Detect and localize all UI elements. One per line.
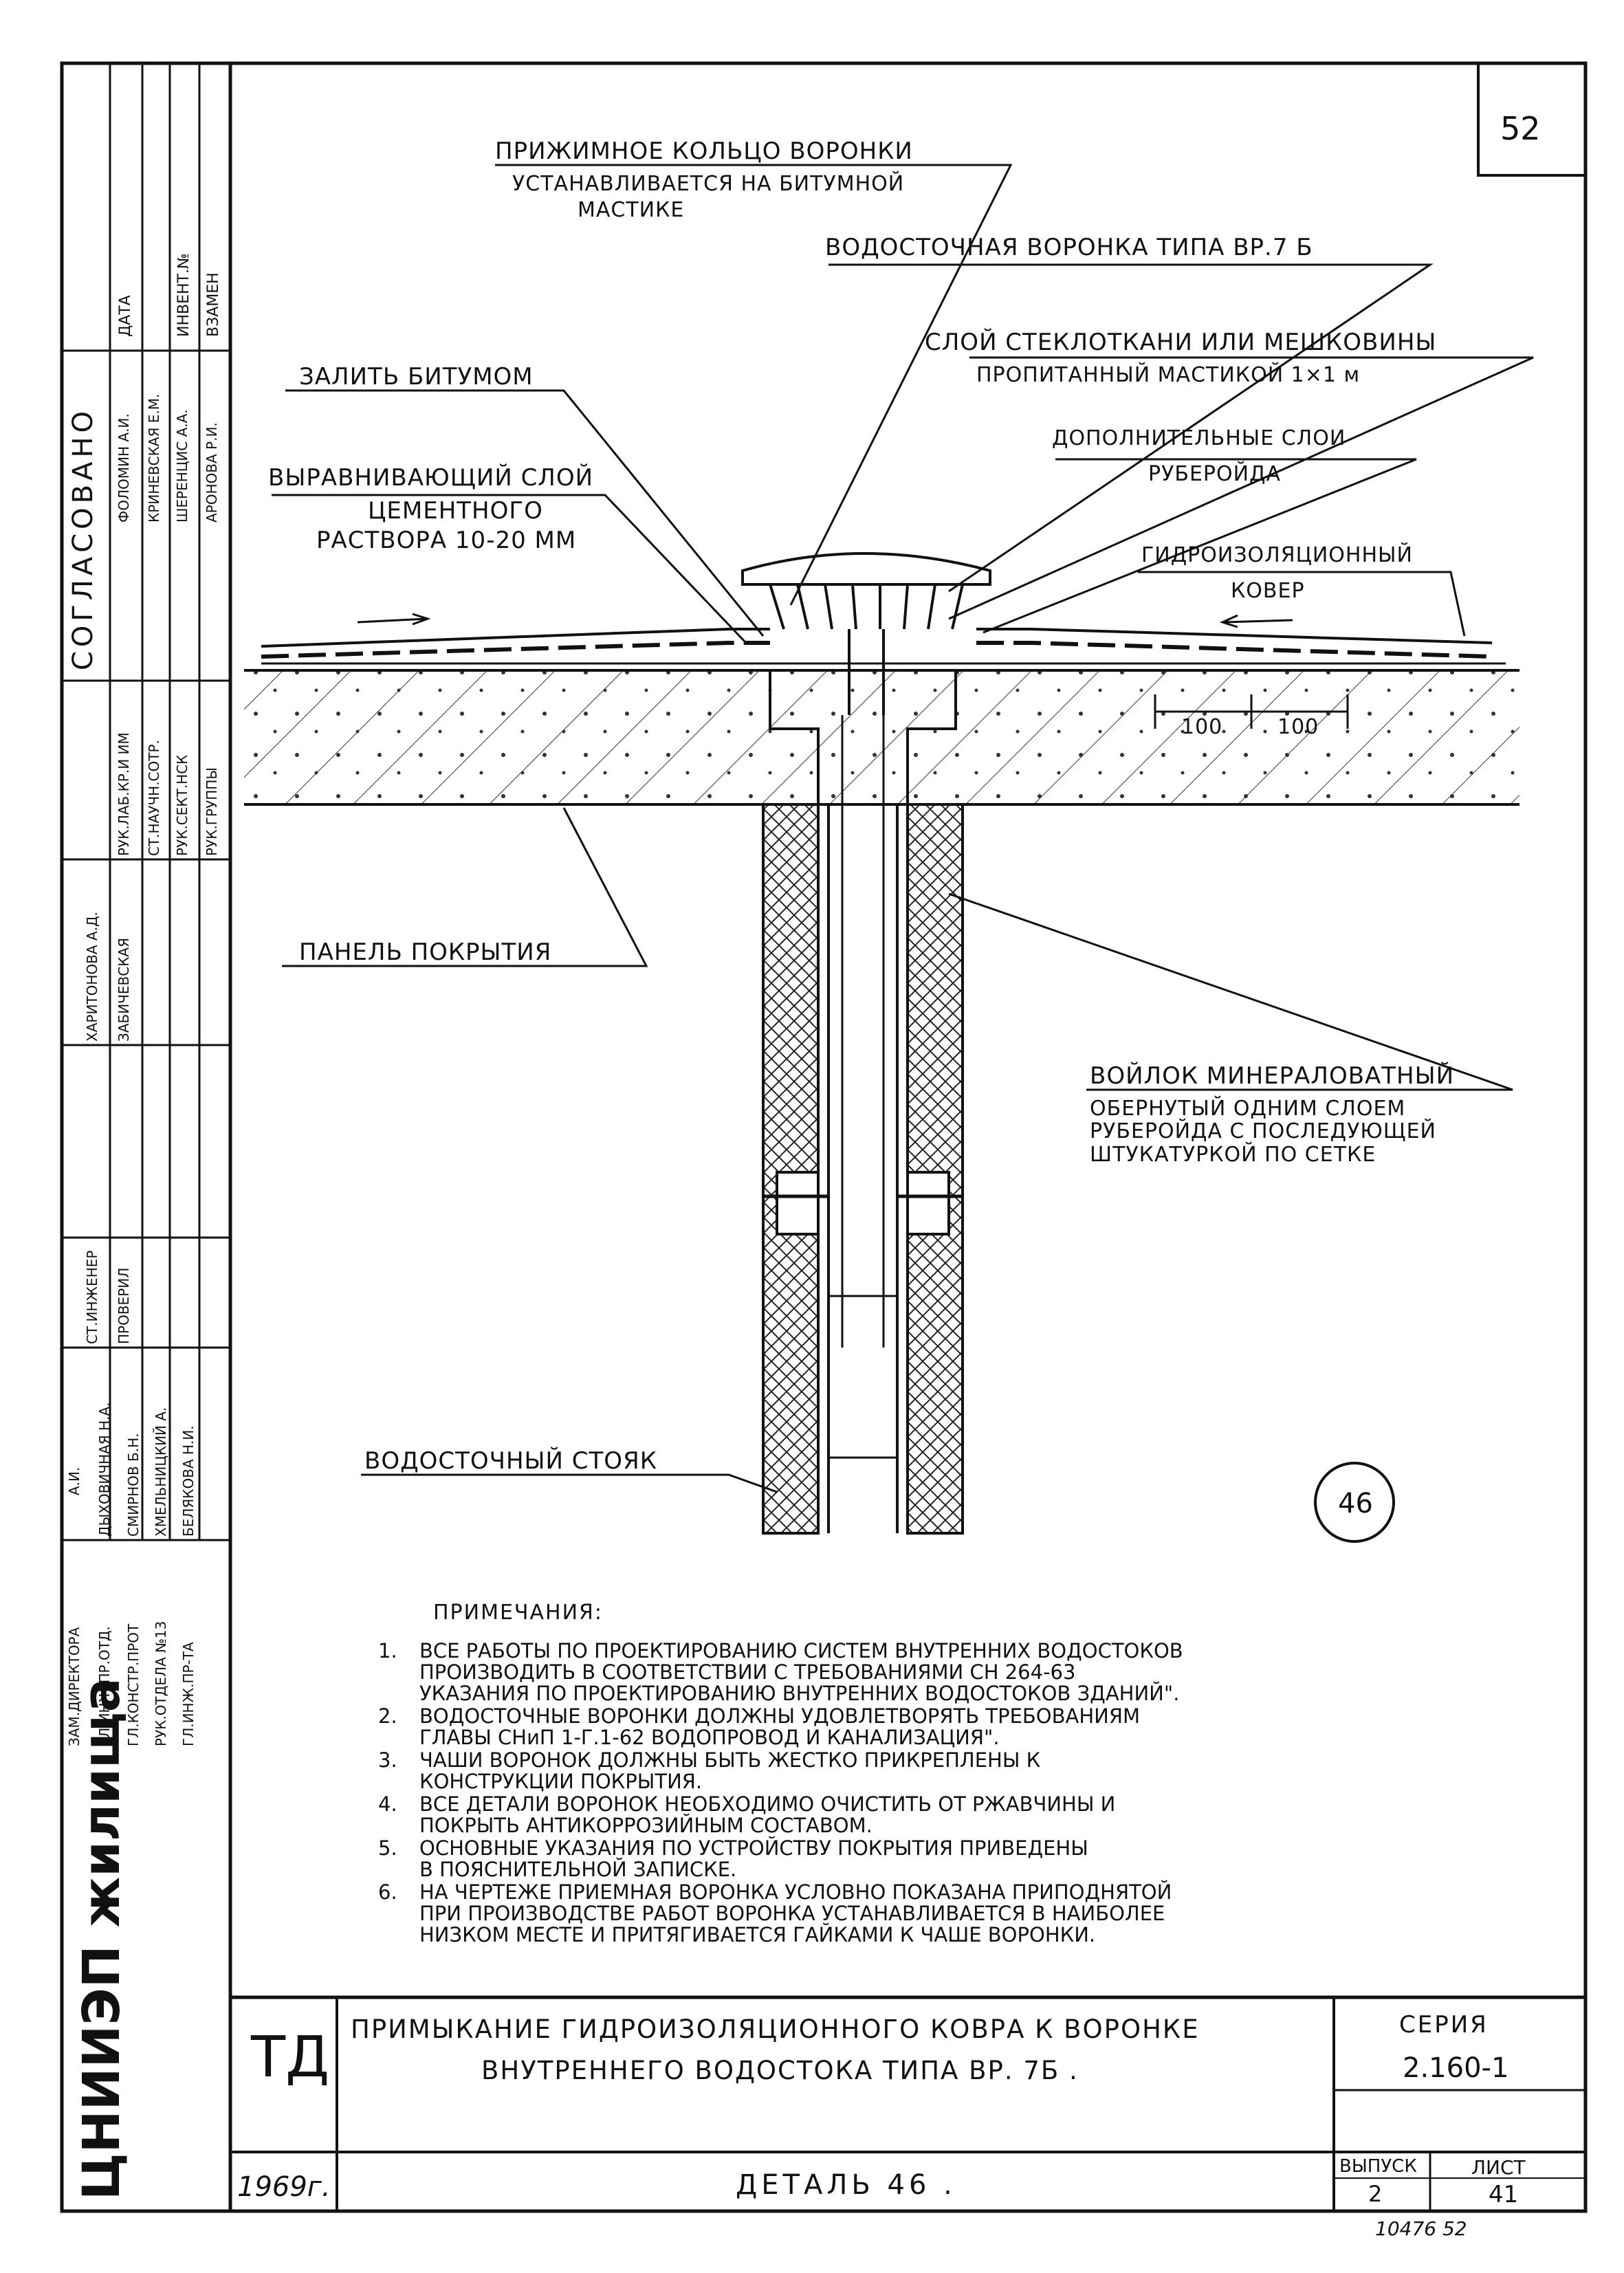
side-mid-name-2: ЗАБИЧЕВСКАЯ xyxy=(116,938,132,1042)
side-mid-name-1: ХАРИТОНОВА А.Д. xyxy=(84,912,100,1042)
side-lower-name-5: БЕЛЯКОВА Н.И. xyxy=(180,1425,197,1537)
label-fiberglass: СЛОЙ СТЕКЛОТКАНИ ИЛИ МЕШКОВИНЫ xyxy=(925,329,1437,356)
funnel-cap xyxy=(741,552,991,586)
tb-detail: ДЕТАЛЬ 46 . xyxy=(736,2169,956,2201)
page-number: 52 xyxy=(1500,110,1541,147)
label-waterproof: ГИДРОИЗОЛЯЦИОННЫЙ xyxy=(1141,543,1413,567)
side-lower-name-2: ДЫХОВИЧНАЯ Н.А. xyxy=(96,1402,113,1537)
side-org: ЦНИИЭП жилища xyxy=(72,1678,131,2200)
note-5: 5.ОСНОВНЫЕ УКАЗАНИЯ ПО УСТРОЙСТВУ ПОКРЫТ… xyxy=(378,1836,1088,1881)
note-1: 1.ВСЕ РАБОТЫ ПО ПРОЕКТИРОВАНИЮ СИСТЕМ ВН… xyxy=(378,1639,1183,1705)
note-2: 2.ВОДОСТОЧНЫЕ ВОРОНКИ ДОЛЖНЫ УДОВЛЕТВОРЯ… xyxy=(378,1704,1141,1749)
leader-lines xyxy=(272,164,1534,1493)
label-mineral-wool: ВОЙЛОК МИНЕРАЛОВАТНЫЙ xyxy=(1090,1062,1455,1090)
side-lower-role-4: РУК.ОТДЕЛА №13 xyxy=(153,1621,169,1746)
side-lower-name-1: А.И. xyxy=(66,1467,83,1495)
label-extra-layers: ДОПОЛНИТЕЛЬНЫЕ СЛОИ xyxy=(1052,426,1346,450)
label-fiberglass-2: ПРОПИТАННЫЙ МАСТИКОЙ 1×1 м xyxy=(976,363,1361,387)
tb-sheet-value: 41 xyxy=(1489,2181,1519,2208)
tb-stamp: 10476 52 xyxy=(1375,2217,1467,2240)
dim-100-b: 100 xyxy=(1277,715,1319,739)
side-agreed: СОГЛАСОВАНО xyxy=(67,406,99,670)
side-lower-role-2: ГЛ.ИНЖ.ПР.ОТД. xyxy=(96,1626,113,1746)
note-6: 6.НА ЧЕРТЕЖЕ ПРИЕМНАЯ ВОРОНКА УСЛОВНО ПО… xyxy=(378,1880,1172,1946)
label-extra-layers-2: РУБЕРОЙДА xyxy=(1148,462,1282,486)
detail-marker-circle xyxy=(1314,1462,1395,1543)
side-role-4: РУК.ГРУППЫ xyxy=(204,767,220,856)
side-name-2: КРИНЕВСКАЯ Е.М. xyxy=(146,393,162,523)
label-leveling: ВЫРАВНИВАЮЩИЙ СЛОЙ xyxy=(268,464,594,492)
note-3: 3.ЧАШИ ВОРОНОК ДОЛЖНЫ БЫТЬ ЖЕСТКО ПРИКРЕ… xyxy=(378,1748,1041,1793)
tb-title-1: ПРИМЫКАНИЕ ГИДРОИЗОЛЯЦИОННОГО КОВРА К ВО… xyxy=(351,2014,1200,2044)
bolt-left xyxy=(776,1171,820,1236)
label-mineral-wool-3: РУБЕРОЙДА С ПОСЛЕДУЮЩЕЙ xyxy=(1090,1119,1436,1143)
tb-issue-value: 2 xyxy=(1368,2181,1383,2207)
mineral-wool-left xyxy=(762,803,820,1535)
label-waterproof-2: КОВЕР xyxy=(1231,579,1305,603)
label-roof-panel: ПАНЕЛЬ ПОКРЫТИЯ xyxy=(299,938,552,966)
tb-series-label: СЕРИЯ xyxy=(1399,2011,1489,2039)
side-inv: ИНВЕНТ.№ xyxy=(175,253,193,337)
side-lower-role-3: ГЛ.КОНСТР.ПРОТ xyxy=(125,1623,142,1746)
tb-series-value: 2.160-1 xyxy=(1403,2052,1509,2084)
side-eng: СТ.ИНЖЕНЕР xyxy=(84,1250,100,1344)
label-clamp-ring-note-2: МАСТИКЕ xyxy=(578,198,685,222)
tb-issue-label: ВЫПУСК xyxy=(1339,2156,1417,2177)
label-mineral-wool-2: ОБЕРНУТЫЙ ОДНИМ СЛОЕМ xyxy=(1090,1097,1406,1121)
side-replaced: ВЗАМЕН xyxy=(205,272,222,337)
side-lower-name-4: ХМЕЛЬНИЦКИЙ А. xyxy=(153,1407,169,1537)
page-number-box xyxy=(1477,63,1585,177)
notes-title: ПРИМЕЧАНИЯ: xyxy=(433,1601,603,1625)
side-role-3: РУК.СЕКТ.НСК xyxy=(174,754,190,856)
label-clamp-ring: ПРИЖИМНОЕ КОЛЬЦО ВОРОНКИ xyxy=(495,138,913,165)
bolt-right xyxy=(906,1171,950,1236)
side-role-1: РУК.ЛАБ.КР.И ИМ xyxy=(116,732,132,856)
label-clamp-ring-note: УСТАНАВЛИВАЕТСЯ НА БИТУМНОЙ xyxy=(512,172,905,196)
side-lower-role-1: ЗАМ.ДИРЕКТОРА xyxy=(66,1627,83,1746)
label-pour-bitumen: ЗАЛИТЬ БИТУМОМ xyxy=(299,363,534,391)
side-checked: ПРОВЕРИЛ xyxy=(116,1267,132,1344)
side-date: ДАТА xyxy=(117,295,134,337)
side-name-4: АРОНОВА Р.И. xyxy=(204,422,220,523)
side-lower-role-5: ГЛ.ИНЖ.ПР-ТА xyxy=(180,1642,197,1746)
dim-100-a: 100 xyxy=(1181,715,1223,739)
sheet-frame xyxy=(60,61,1588,2213)
label-leveling-2: ЦЕМЕНТНОГО xyxy=(368,497,543,525)
side-lower-name-3: СМИРНОВ Б.Н. xyxy=(125,1433,142,1537)
mineral-wool-right xyxy=(906,803,964,1535)
label-mineral-wool-4: ШТУКАТУРКОЙ ПО СЕТКЕ xyxy=(1090,1143,1376,1167)
label-leveling-3: РАСТВОРА 10-20 ММ xyxy=(316,527,577,554)
detail-marker: 46 xyxy=(1338,1488,1373,1519)
tb-title-2: ВНУТРЕННЕГО ВОДОСТОКА ТИПА ВР. 7Б . xyxy=(481,2056,1079,2085)
side-role-2: СТ.НАУЧН.СОТР. xyxy=(146,740,162,856)
side-name-3: ШЕРЕНЦИС А.А. xyxy=(174,409,190,523)
tb-code: ТД xyxy=(251,2025,330,2090)
tb-year: 1969г. xyxy=(237,2171,331,2203)
label-funnel-type: ВОДОСТОЧНАЯ ВОРОНКА ТИПА ВР.7 Б xyxy=(825,234,1313,261)
side-name-1: ФОЛОМИН А.И. xyxy=(116,413,132,523)
note-4: 4.ВСЕ ДЕТАЛИ ВОРОНОК НЕОБХОДИМО ОЧИСТИТЬ… xyxy=(378,1792,1116,1837)
label-riser: ВОДОСТОЧНЫЙ СТОЯК xyxy=(364,1447,657,1475)
tb-sheet-label: ЛИСТ xyxy=(1471,2156,1526,2179)
